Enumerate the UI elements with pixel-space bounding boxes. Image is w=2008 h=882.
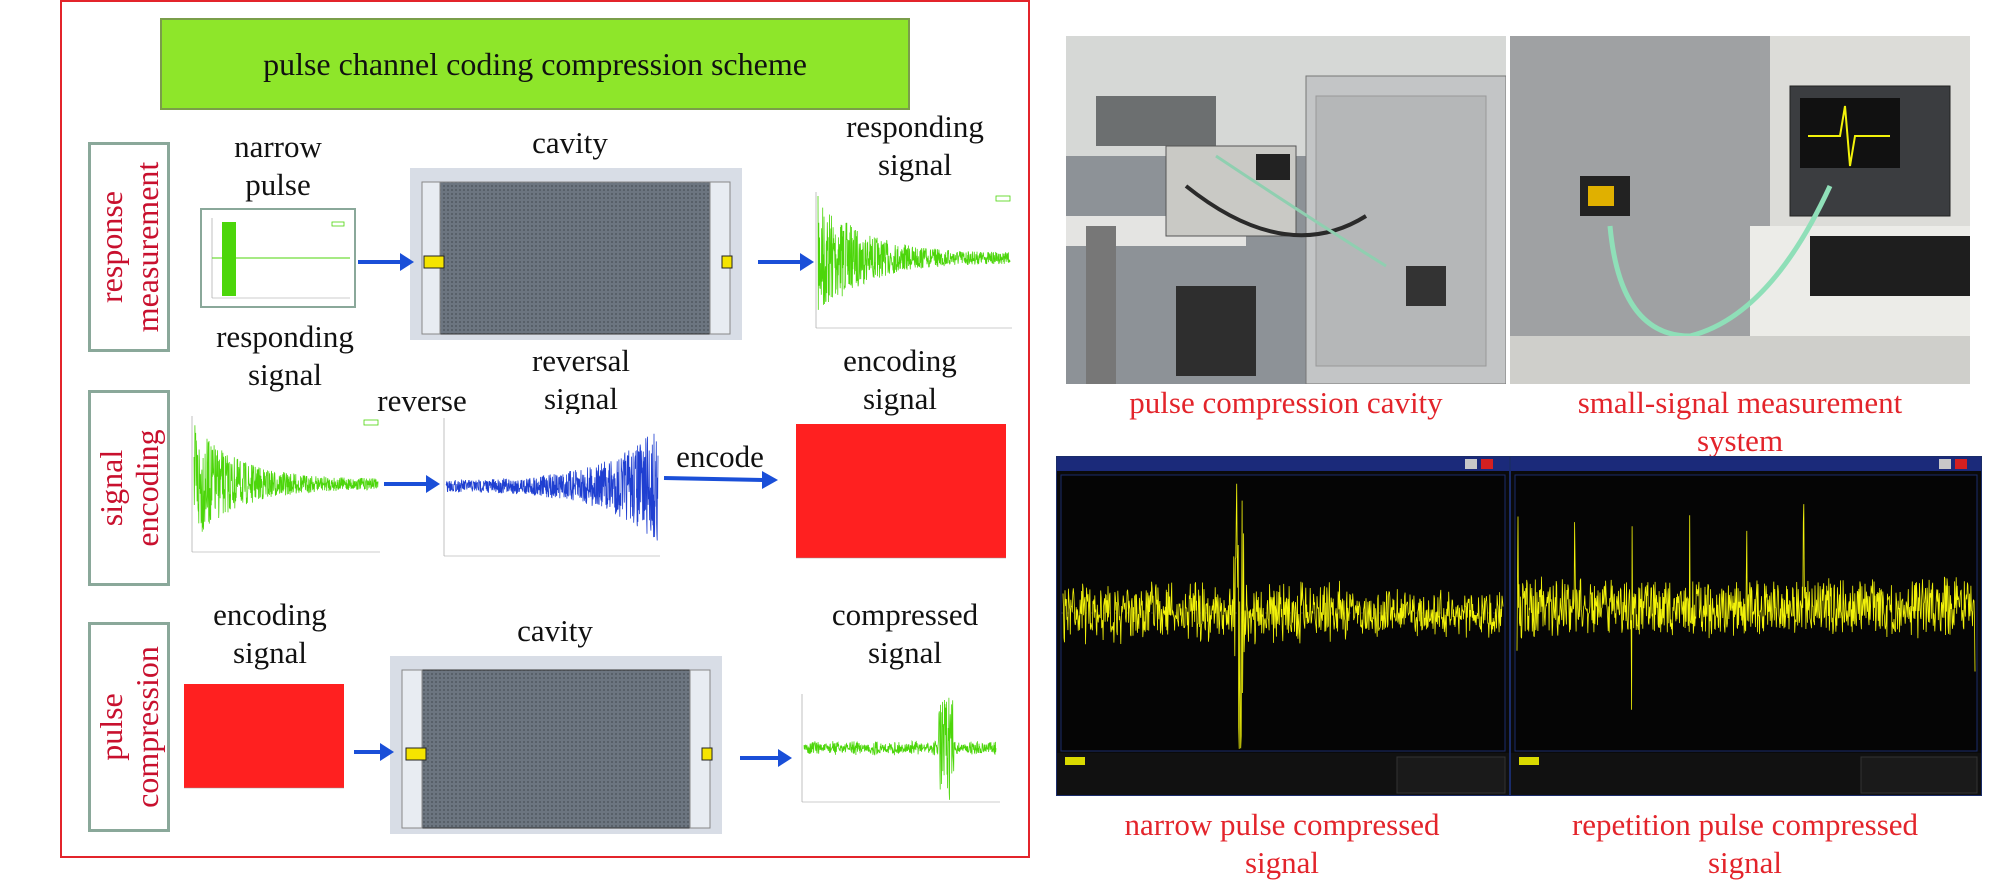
waveform-trace — [193, 425, 379, 532]
narrow-pulse-plot — [200, 208, 356, 308]
label-compressed-signal: compressed signal — [831, 597, 979, 670]
scheme-frame — [60, 0, 1030, 858]
cavity-photo — [1066, 36, 1506, 384]
arrow-right-icon — [740, 749, 792, 767]
measurement-photo — [1510, 36, 1970, 384]
waveform-trace — [817, 195, 1011, 310]
cavity-model-1 — [410, 168, 742, 340]
row-label-text: signal encoding — [93, 429, 165, 547]
label-encoding-signal-2: encoding signal — [213, 597, 327, 670]
row-label-pulse-compression: pulse compression — [88, 622, 170, 832]
row-label-signal-encoding: signal encoding — [88, 390, 170, 586]
waveform-trace — [445, 433, 659, 541]
cavity-model-2 — [390, 656, 722, 834]
label-reversal-signal: reversal signal — [531, 343, 631, 416]
compressed-signal-plot — [796, 690, 1002, 810]
label-responding-signal-1: responding signal — [846, 109, 984, 182]
repetition-pulse-scope-screen — [1510, 456, 1982, 796]
encoding-signal-plot-2 — [176, 680, 348, 796]
waveform-trace — [1062, 483, 1504, 749]
label-cavity-2: cavity — [517, 613, 593, 648]
row-label-text: pulse compression — [93, 646, 165, 808]
label-cavity-1: cavity — [532, 125, 608, 160]
caption-cavity-photo: pulse compression cavity — [1129, 385, 1443, 420]
responding-signal-plot-2 — [186, 412, 382, 562]
label-narrow-pulse: narrow pulse — [234, 129, 322, 202]
caption-narrow-pulse-scope: narrow pulse compressed signal — [1124, 807, 1440, 880]
label-reverse: reverse — [377, 383, 467, 418]
arrow-right-icon — [758, 253, 814, 271]
waveform-trace — [1516, 504, 1976, 710]
arrow-right-icon — [354, 743, 394, 761]
encoding-signal-plot-1 — [786, 418, 1018, 568]
arrow-right-icon — [384, 475, 440, 493]
row-label-text: response measurement — [93, 161, 165, 333]
label-responding-signal-2: responding signal — [216, 319, 354, 392]
reversal-signal-plot — [438, 414, 662, 566]
responding-signal-plot-1 — [810, 188, 1014, 338]
narrow-pulse-scope-screen — [1056, 456, 1510, 796]
arrow-right-icon — [663, 471, 778, 489]
caption-measurement-photo: small-signal measurement system — [1577, 385, 1903, 458]
label-encode: encode — [676, 439, 764, 474]
row-label-response-measurement: response measurement — [88, 142, 170, 352]
caption-repetition-pulse-scope: repetition pulse compressed signal — [1571, 807, 1919, 880]
label-encoding-signal-1: encoding signal — [843, 343, 957, 416]
scheme-title: pulse channel coding compression scheme — [160, 18, 910, 110]
waveform-trace — [803, 697, 997, 800]
arrow-right-icon — [358, 253, 414, 271]
